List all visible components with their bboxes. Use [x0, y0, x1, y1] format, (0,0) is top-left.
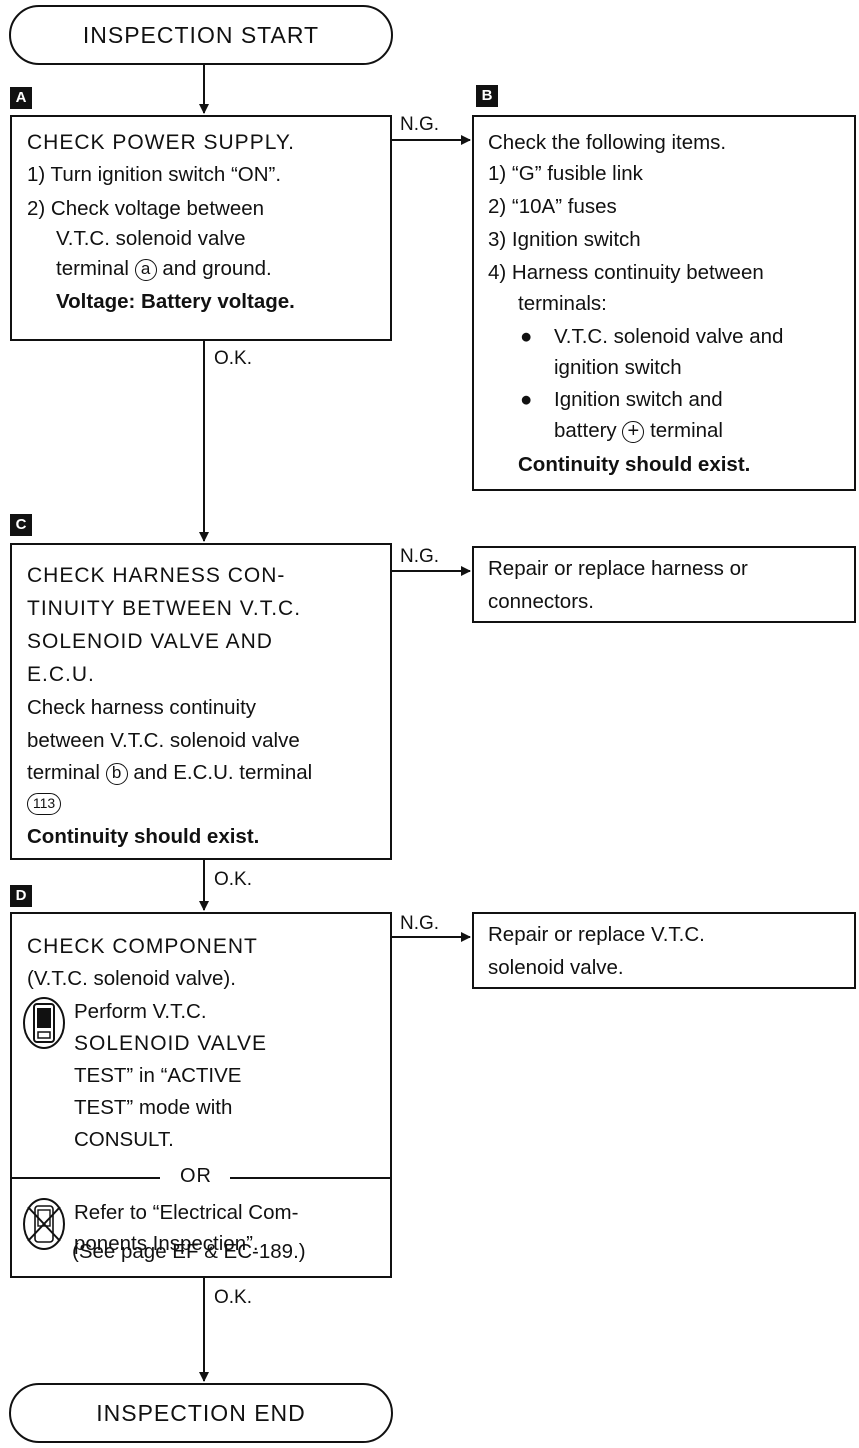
step-tag-a: A — [10, 87, 32, 109]
box-d-consult2: SOLENOID VALVE — [74, 1032, 267, 1055]
box-c-terminal-word: terminal — [27, 761, 100, 784]
terminal-b-symbol: b — [105, 762, 128, 785]
box-check-harness-continuity: CHECK HARNESS CON- TINUITY BETWEEN V.T.C… — [10, 543, 392, 860]
box-d-line2: (V.T.C. solenoid valve). — [27, 967, 236, 990]
box-a-terminal-word: terminal — [56, 257, 129, 280]
box-b-item1: 1) “G” fusible link — [488, 162, 643, 185]
box-a-step2: 2) Check voltage between — [27, 197, 265, 220]
step-tag-b: B — [476, 85, 498, 107]
box-c-line8: 113 — [27, 790, 61, 816]
or-divider: OR — [12, 1165, 390, 1189]
box-c-ng-line1: Repair or replace harness or — [488, 557, 748, 580]
box-c-line7: terminal b and E.C.U. terminal — [27, 760, 312, 786]
box-c-line2: TINUITY BETWEEN V.T.C. — [27, 597, 302, 620]
ng-label-a: N.G. — [400, 114, 440, 135]
box-b-battery-word: battery — [554, 419, 617, 442]
box-b-item3: 3) Ignition switch — [488, 228, 641, 251]
bullet-1: ● — [520, 325, 533, 348]
box-b-item4: 4) Harness continuity between — [488, 261, 764, 284]
box-check-power-supply: CHECK POWER SUPPLY. 1) Turn ignition swi… — [10, 115, 392, 341]
consult-tester-icon — [23, 997, 65, 1049]
ng-label-d: N.G. — [400, 913, 440, 934]
box-b-item4b: terminals: — [518, 292, 607, 315]
box-c-ng-line2: connectors. — [488, 590, 594, 613]
box-c-line1: CHECK HARNESS CON- — [27, 564, 286, 587]
box-d-refer1: Refer to “Electrical Com- — [74, 1201, 299, 1224]
box-c-line3: SOLENOID VALVE AND — [27, 630, 273, 653]
box-b-terminal-word: terminal — [650, 419, 723, 442]
step-tag-d: D — [10, 885, 32, 907]
box-b-sub1a: V.T.C. solenoid valve and — [554, 325, 784, 348]
ok-label-c: O.K. — [214, 869, 253, 890]
box-b-sub2a: Ignition switch and — [554, 388, 723, 411]
terminal-113-symbol: 113 — [27, 792, 61, 815]
box-b-sub1b: ignition switch — [554, 356, 682, 379]
ok-label-a: O.K. — [214, 348, 253, 369]
box-a-title: CHECK POWER SUPPLY. — [27, 131, 295, 154]
ng-label-c: N.G. — [400, 546, 440, 567]
box-a-ground: and ground. — [162, 257, 272, 280]
box-a-voltage-spec: Voltage: Battery voltage. — [56, 290, 295, 313]
or-rule-left — [12, 1177, 160, 1179]
box-check-items: Check the following items. 1) “G” fusibl… — [472, 115, 856, 491]
box-a-step1: 1) Turn ignition switch “ON”. — [27, 163, 282, 186]
box-repair-solenoid: Repair or replace V.T.C. solenoid valve. — [472, 912, 856, 989]
box-check-component: CHECK COMPONENT (V.T.C. solenoid valve).… — [10, 912, 392, 1278]
ok-label-d: O.K. — [214, 1287, 253, 1308]
box-d-line1: CHECK COMPONENT — [27, 935, 258, 958]
box-d-consult4: TEST” mode with — [74, 1096, 233, 1119]
box-b-sub2b: battery + terminal — [554, 418, 723, 444]
plus-terminal-symbol: + — [622, 420, 645, 443]
box-c-ecu-terminal: and E.C.U. terminal — [133, 761, 313, 784]
box-c-line4: E.C.U. — [27, 663, 95, 686]
box-d-consult1: Perform V.T.C. — [74, 1000, 207, 1023]
or-rule-right — [230, 1177, 390, 1179]
inspection-end: INSPECTION END — [9, 1383, 393, 1443]
box-b-intro: Check the following items. — [488, 131, 727, 154]
box-d-consult5: CONSULT. — [74, 1128, 174, 1151]
box-c-result: Continuity should exist. — [27, 825, 260, 848]
bullet-2: ● — [520, 388, 533, 411]
box-c-line6: between V.T.C. solenoid valve — [27, 729, 300, 752]
box-d-refer2: ponents Inspection”. — [74, 1232, 259, 1255]
box-repair-harness: Repair or replace harness or connectors. — [472, 546, 856, 623]
box-d-ng-line2: solenoid valve. — [488, 956, 624, 979]
box-b-item2: 2) “10A” fuses — [488, 195, 617, 218]
step-tag-c: C — [10, 514, 32, 536]
box-a-step2b: V.T.C. solenoid valve — [56, 227, 246, 250]
box-c-line5: Check harness continuity — [27, 696, 257, 719]
box-a-step2c: terminal a and ground. — [56, 256, 272, 282]
no-consult-icon — [23, 1198, 65, 1250]
box-b-result: Continuity should exist. — [518, 453, 751, 476]
box-d-refer3-line: (See page EF & EC-189.) — [72, 1240, 306, 1263]
inspection-start: INSPECTION START — [9, 5, 393, 65]
box-d-ng-line1: Repair or replace V.T.C. — [488, 923, 705, 946]
box-d-consult3: TEST” in “ACTIVE — [74, 1064, 242, 1087]
terminal-a-symbol: a — [134, 258, 157, 281]
or-label: OR — [180, 1165, 212, 1187]
